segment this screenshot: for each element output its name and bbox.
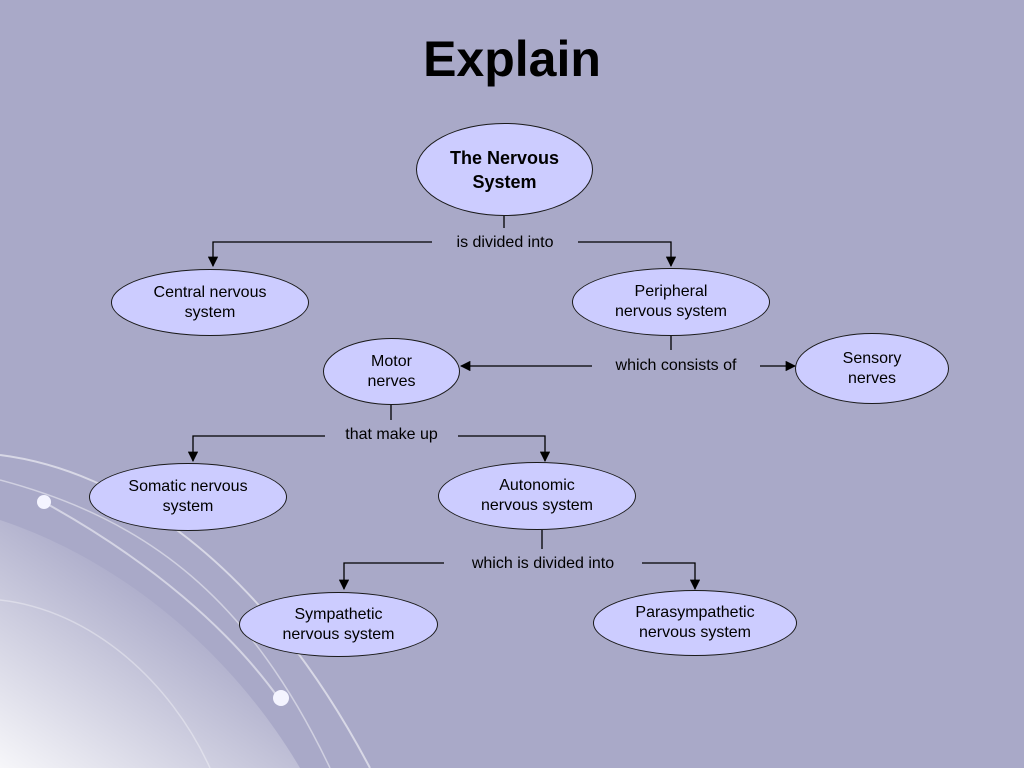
background-glow [0, 520, 300, 768]
node-label: Parasympathetic nervous system [635, 604, 755, 641]
node-label: Autonomic nervous system [480, 477, 594, 514]
link-label-which-is-divided-into: which is divided into [471, 555, 615, 572]
arrow-to-peripheral [578, 241, 677, 268]
node-parasympathetic-nervous-system: Parasympathetic nervous system [593, 590, 797, 656]
link-label-which-consists-of: which consists of [615, 357, 737, 374]
node-label: Central nervous system [153, 283, 267, 321]
node-label: Peripheral nervous system [614, 283, 728, 320]
link-label-that-make-up: that make up [345, 426, 438, 443]
background-dot [273, 690, 289, 706]
node-label: The Nervous System [449, 147, 560, 192]
node-central-nervous-system: Central nervous system [111, 269, 309, 336]
slide-title: Explain [423, 31, 601, 87]
node-sympathetic-nervous-system: Sympathetic nervous system [239, 592, 438, 657]
background-dot [37, 495, 51, 509]
background-arc [0, 479, 331, 768]
node-motor-nerves: Motor nerves [323, 338, 460, 405]
node-label: Motor nerves [367, 352, 416, 390]
arrow-to-sympathetic [338, 562, 444, 591]
background-arc [39, 499, 281, 701]
arrow-to-central [207, 241, 432, 268]
node-autonomic-nervous-system: Autonomic nervous system [438, 462, 636, 530]
arrow-to-somatic [187, 435, 325, 463]
node-label: Sympathetic nervous system [282, 605, 395, 643]
arrow-to-parasympathetic [642, 562, 701, 591]
background-arc [0, 599, 211, 768]
node-nervous-system: The Nervous System [416, 123, 593, 216]
arrow-to-autonomic [458, 435, 551, 463]
link-label-is-divided-into: is divided into [456, 234, 554, 251]
node-somatic-nervous-system: Somatic nervous system [89, 463, 287, 531]
background-arc [0, 454, 371, 768]
node-label: Sensory nerves [842, 349, 902, 387]
node-sensory-nerves: Sensory nerves [795, 333, 949, 404]
node-label: Somatic nervous system [128, 478, 248, 515]
node-peripheral-nervous-system: Peripheral nervous system [572, 268, 770, 336]
